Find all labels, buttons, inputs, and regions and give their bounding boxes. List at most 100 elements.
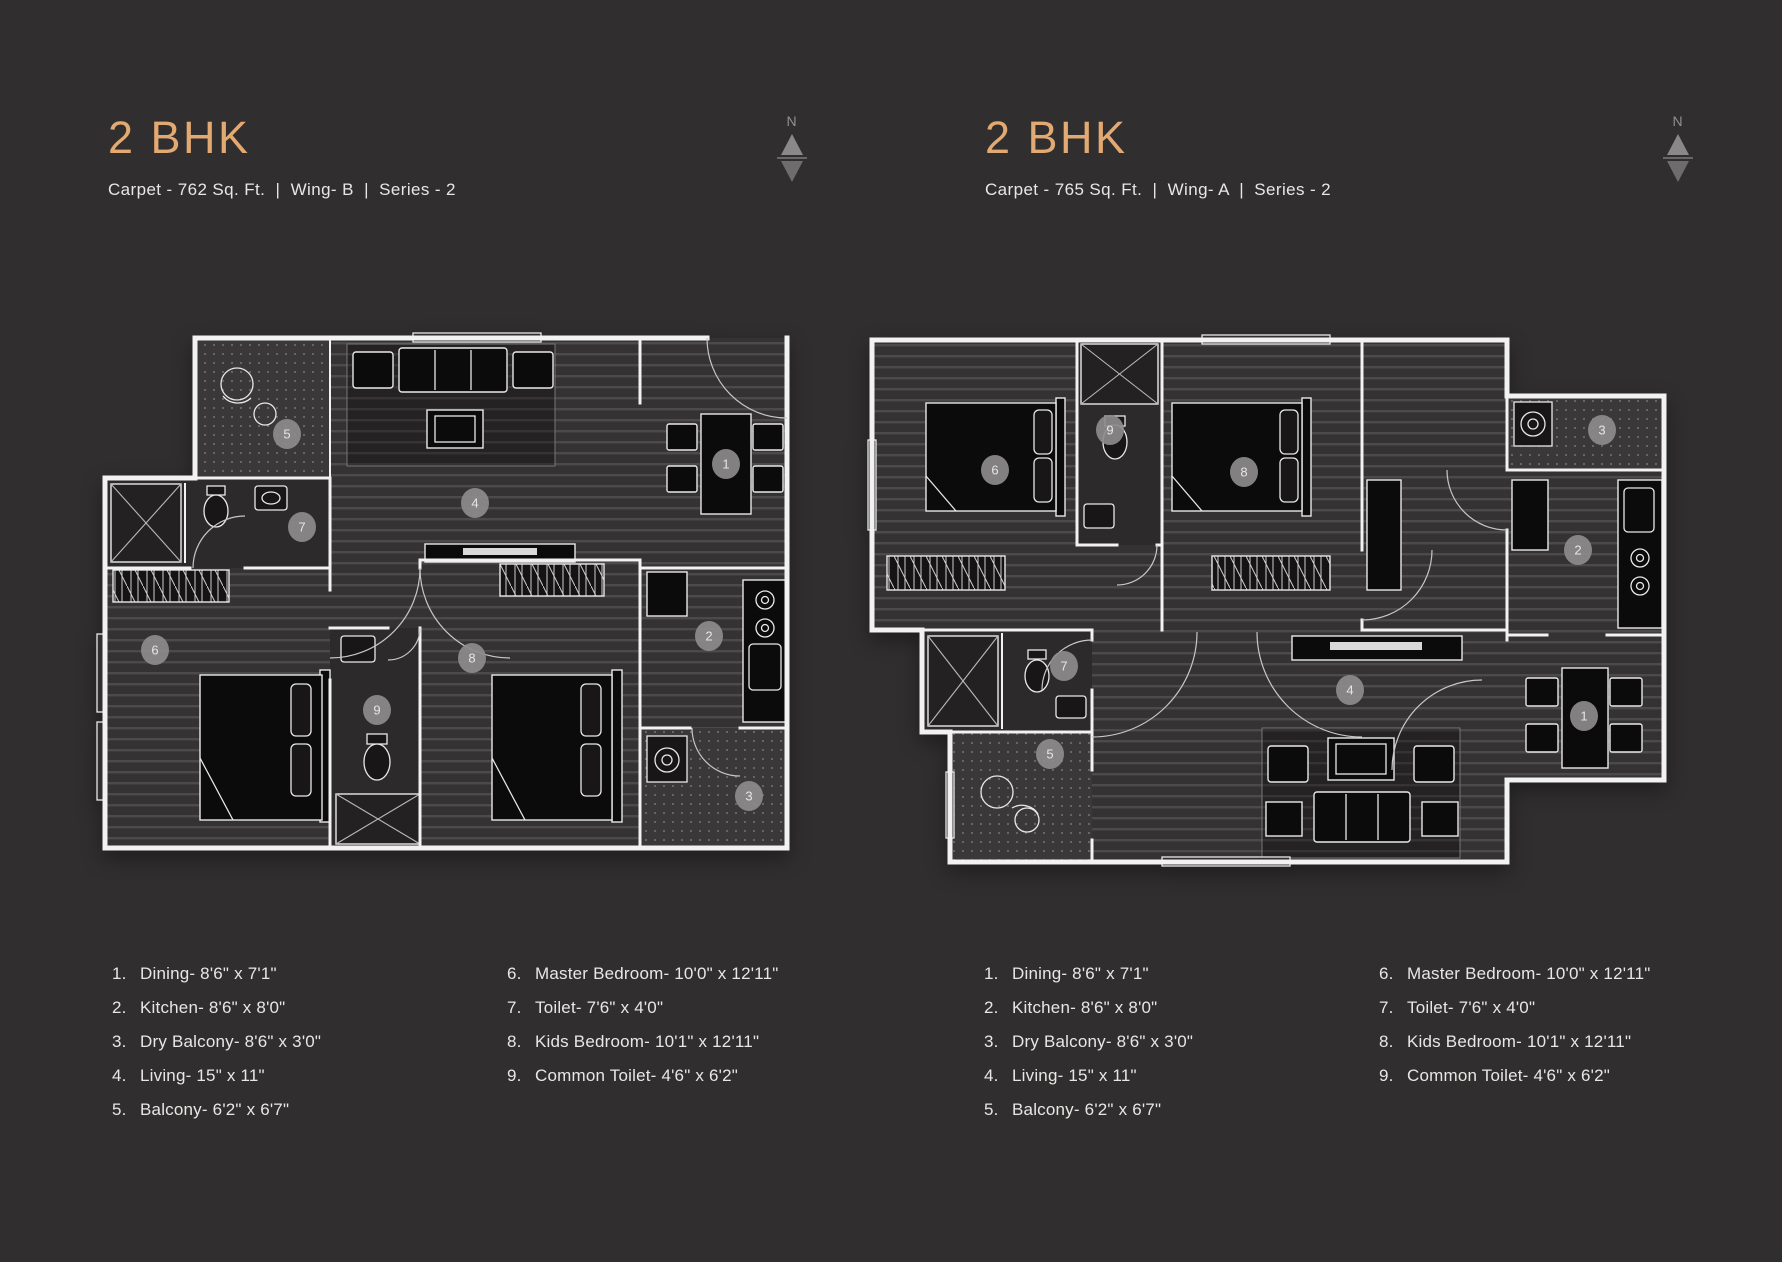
legend-item: 2.Kitchen- 8'6" x 8'0" <box>112 998 286 1017</box>
wardrobe-symbol <box>886 555 1006 591</box>
legend-label: Master Bedroom- 10'0" x 12'11" <box>535 964 779 983</box>
toilet-furniture <box>110 483 288 563</box>
legend-label: Living- 15" x 11" <box>140 1066 265 1085</box>
dining-furniture <box>666 413 784 515</box>
svg-text:2: 2 <box>705 629 712 644</box>
walls <box>102 335 790 851</box>
legend-wing-b-col2: 6.Master Bedroom- 10'0" x 12'11" 7.Toile… <box>507 957 778 1093</box>
sink-symbol <box>1623 487 1655 533</box>
wc-symbol <box>363 743 391 781</box>
legend-item: 5.Balcony- 6'2" x 6'7" <box>112 1100 290 1119</box>
common-toilet-furniture <box>335 635 421 845</box>
basin-symbol <box>1083 503 1115 529</box>
kitchen-counter <box>742 579 788 723</box>
balcony-furniture <box>220 367 277 426</box>
legend-item: 7.Toilet- 7'6" x 4'0" <box>507 998 664 1017</box>
legend-item: 8.Kids Bedroom- 10'1" x 12'11" <box>1379 1032 1632 1051</box>
svg-text:9: 9 <box>1106 423 1113 438</box>
svg-text:1: 1 <box>1580 709 1587 724</box>
wardrobe-symbol <box>499 563 605 597</box>
master-bedroom-furniture <box>112 569 331 823</box>
sink-symbol <box>748 643 782 691</box>
walls <box>869 337 1667 865</box>
room-marker-toilet: 7 <box>1050 651 1078 681</box>
legend-label: Master Bedroom- 10'0" x 12'11" <box>1407 964 1651 983</box>
balcony-furniture <box>980 775 1040 833</box>
fridge-symbol <box>646 571 688 617</box>
toilet-furniture <box>927 635 1087 727</box>
legend-item: 6.Master Bedroom- 10'0" x 12'11" <box>507 964 779 983</box>
svg-text:8: 8 <box>1240 465 1247 480</box>
legend-label: Kitchen- 8'6" x 8'0" <box>140 998 286 1017</box>
legend-item: 4.Living- 15" x 11" <box>112 1066 265 1085</box>
legend-label: Balcony- 6'2" x 6'7" <box>140 1100 290 1119</box>
north-compass: N <box>1658 110 1698 190</box>
svg-text:9: 9 <box>373 703 380 718</box>
svg-text:7: 7 <box>1060 659 1067 674</box>
room-marker-toilet: 7 <box>288 512 316 542</box>
room-marker-dry-balcony: 3 <box>1588 415 1616 445</box>
svg-text:N: N <box>786 113 797 129</box>
legend-item: 3.Dry Balcony- 8'6" x 3'0" <box>984 1032 1194 1051</box>
legend-label: Dry Balcony- 8'6" x 3'0" <box>140 1032 322 1051</box>
legend-label: Common Toilet- 4'6" x 6'2" <box>1407 1066 1610 1085</box>
legend-item: 3.Dry Balcony- 8'6" x 3'0" <box>112 1032 322 1051</box>
legend-item: 2.Kitchen- 8'6" x 8'0" <box>984 998 1158 1017</box>
kitchen-furniture <box>646 571 788 723</box>
legend-label: Kitchen- 8'6" x 8'0" <box>1012 998 1158 1017</box>
svg-text:8: 8 <box>468 651 475 666</box>
living-furniture <box>1261 635 1463 859</box>
wc-symbol <box>1024 659 1050 693</box>
plan-header-wing-b: 2 BHK Carpet - 762 Sq. Ft. | Wing- B | S… <box>108 112 456 200</box>
svg-text:3: 3 <box>1598 423 1605 438</box>
wc-symbol <box>203 494 229 528</box>
plan-header-wing-a: 2 BHK Carpet - 765 Sq. Ft. | Wing- A | S… <box>985 112 1331 200</box>
wardrobe-symbol <box>1211 555 1331 591</box>
cupboard-symbol <box>1366 479 1402 591</box>
legend-label: Dry Balcony- 8'6" x 3'0" <box>1012 1032 1194 1051</box>
north-arrow-icon: N <box>1663 113 1693 182</box>
dry-balcony-furniture <box>1513 401 1553 447</box>
room-marker-dining: 1 <box>712 449 740 479</box>
legend-label: Kids Bedroom- 10'1" x 12'11" <box>535 1032 760 1051</box>
legend-label: Toilet- 7'6" x 4'0" <box>535 998 664 1017</box>
room-marker-dry-balcony: 3 <box>735 781 763 811</box>
room-marker-living: 4 <box>461 488 489 518</box>
wardrobe-symbol <box>112 569 230 603</box>
kids-bedroom-furniture <box>1171 397 1331 591</box>
room-marker-dining: 1 <box>1570 701 1598 731</box>
room-marker-common-toilet: 9 <box>1096 415 1124 445</box>
legend-item: 9.Common Toilet- 4'6" x 6'2" <box>507 1066 738 1085</box>
legend-item: 8.Kids Bedroom- 10'1" x 12'11" <box>507 1032 760 1051</box>
legend-item: 7.Toilet- 7'6" x 4'0" <box>1379 998 1536 1017</box>
legend-item: 4.Living- 15" x 11" <box>984 1066 1137 1085</box>
svg-text:5: 5 <box>283 427 290 442</box>
plan-subtitle: Carpet - 765 Sq. Ft. | Wing- A | Series … <box>985 180 1332 199</box>
legend-label: Kids Bedroom- 10'1" x 12'11" <box>1407 1032 1632 1051</box>
room-marker-living: 4 <box>1336 675 1364 705</box>
north-arrow-icon: N <box>777 113 807 182</box>
room-marker-balcony: 5 <box>273 419 301 449</box>
svg-text:4: 4 <box>1346 683 1353 698</box>
door-arcs <box>192 337 788 777</box>
legend-label: Common Toilet- 4'6" x 6'2" <box>535 1066 738 1085</box>
foyer-furniture <box>1366 479 1402 591</box>
room-marker-master-bedroom: 6 <box>141 635 169 665</box>
floor-plan-wing-b: 5 4 1 7 6 9 8 2 3 <box>96 332 790 851</box>
dry-balcony-furniture <box>646 735 688 783</box>
legend-wing-a-col1: 1.Dining- 8'6" x 7'1" 2.Kitchen- 8'6" x … <box>984 957 1193 1127</box>
legend-item: 6.Master Bedroom- 10'0" x 12'11" <box>1379 964 1651 983</box>
svg-text:4: 4 <box>471 496 478 511</box>
room-marker-balcony: 5 <box>1036 739 1064 769</box>
svg-text:3: 3 <box>745 789 752 804</box>
room-markers: 5 4 1 7 6 9 8 2 3 <box>141 419 763 811</box>
plan-subtitle: Carpet - 762 Sq. Ft. | Wing- B | Series … <box>108 180 456 199</box>
north-compass: N <box>772 110 812 190</box>
legend-item: 9.Common Toilet- 4'6" x 6'2" <box>1379 1066 1610 1085</box>
room-marker-kitchen: 2 <box>695 621 723 651</box>
legend-wing-a-col2: 6.Master Bedroom- 10'0" x 12'11" 7.Toile… <box>1379 957 1650 1093</box>
legend-label: Toilet- 7'6" x 4'0" <box>1407 998 1536 1017</box>
svg-text:5: 5 <box>1046 747 1053 762</box>
legend-label: Living- 15" x 11" <box>1012 1066 1137 1085</box>
